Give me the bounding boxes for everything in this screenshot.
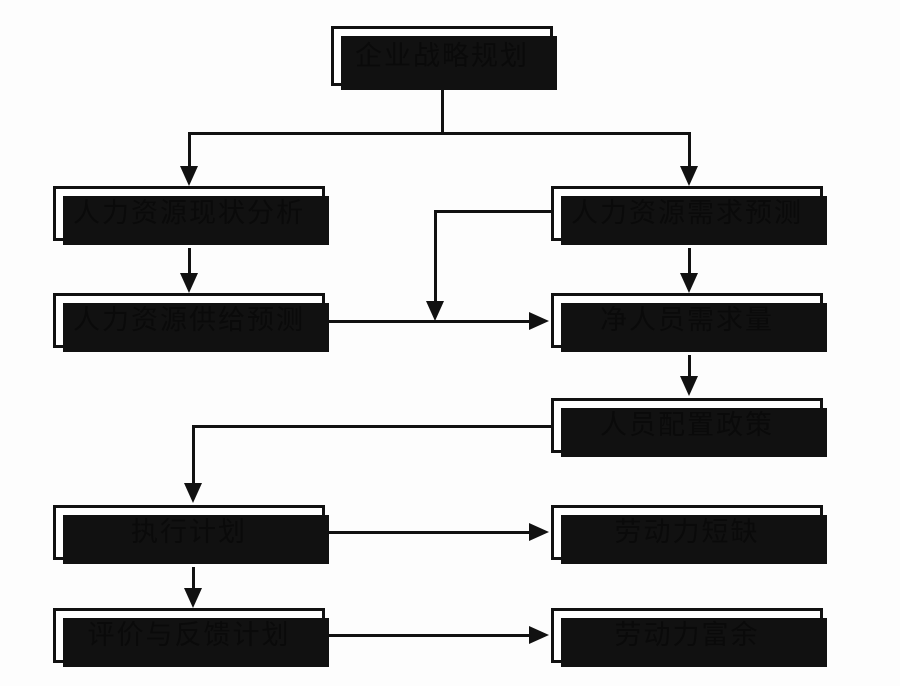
edge-staffing-policy-to-execution-plan-arrow xyxy=(184,483,202,503)
node-labor-surplus-label: 劳动力富余 xyxy=(614,620,760,650)
edge-demand-forecast-to-net-demand-arrow xyxy=(680,273,698,293)
edge-execution-plan-to-labor-shortage-arrow xyxy=(529,523,549,541)
node-current-state[interactable]: 人力资源现状分析 xyxy=(53,186,329,245)
edge-current-state-to-supply-forecast-line xyxy=(188,248,191,280)
node-supply-forecast-label: 人力资源供给预测 xyxy=(73,305,305,335)
node-staffing-policy[interactable]: 人员配置政策 xyxy=(551,398,827,457)
node-net-demand-label: 净人员需求量 xyxy=(600,305,774,335)
edge-net-demand-to-staffing-policy-line xyxy=(688,355,691,385)
node-feedback-plan-label: 评价与反馈计划 xyxy=(87,620,291,650)
node-strategy[interactable]: 企业战略规划 xyxy=(331,26,557,90)
node-feedback-plan[interactable]: 评价与反馈计划 xyxy=(53,608,329,667)
node-strategy-shadow xyxy=(341,36,557,90)
node-labor-surplus-shadow xyxy=(561,618,827,667)
edge-demand-forecast-loop-horizontal xyxy=(434,210,554,213)
edge-supply-forecast-to-net-demand-arrow xyxy=(529,312,549,330)
edge-execution-plan-to-labor-shortage-line xyxy=(325,531,534,534)
node-execution-plan-shadow xyxy=(63,515,329,564)
node-staffing-policy-label: 人员配置政策 xyxy=(600,410,774,440)
node-current-state-label: 人力资源现状分析 xyxy=(73,198,305,228)
edge-execution-plan-to-feedback-plan-arrow xyxy=(184,588,202,608)
node-net-demand-shadow xyxy=(561,303,827,352)
node-strategy-label: 企业战略规划 xyxy=(355,40,529,71)
edge-supply-forecast-to-net-demand-line xyxy=(325,320,534,323)
node-demand-forecast[interactable]: 人力资源需求预测 xyxy=(551,186,827,245)
node-labor-shortage[interactable]: 劳动力短缺 xyxy=(551,505,827,564)
edge-current-state-to-supply-forecast-arrow xyxy=(180,273,198,293)
edge-execution-plan-to-feedback-plan-line xyxy=(192,567,195,595)
edge-strategy-to-current-state-arrow xyxy=(180,166,198,186)
edge-strategy-to-current-state-line xyxy=(188,132,191,170)
edge-demand-forecast-to-net-demand-line xyxy=(688,248,691,280)
edge-staffing-policy-to-execution-plan-horizontal xyxy=(192,425,554,428)
node-execution-plan-label: 执行计划 xyxy=(131,517,247,547)
node-labor-shortage-label: 劳动力短缺 xyxy=(614,517,760,547)
node-current-state-shadow xyxy=(63,196,329,245)
edge-demand-forecast-loop-arrow xyxy=(426,301,444,321)
edge-strategy-bus xyxy=(188,132,691,135)
node-labor-surplus[interactable]: 劳动力富余 xyxy=(551,608,827,667)
edge-net-demand-to-staffing-policy-arrow xyxy=(680,376,698,396)
node-staffing-policy-shadow xyxy=(561,408,827,457)
edge-feedback-plan-to-labor-surplus-line xyxy=(325,634,534,637)
node-execution-plan[interactable]: 执行计划 xyxy=(53,505,329,564)
node-supply-forecast[interactable]: 人力资源供给预测 xyxy=(53,293,329,352)
node-supply-forecast-shadow xyxy=(63,303,329,352)
node-demand-forecast-shadow xyxy=(561,196,827,245)
node-net-demand[interactable]: 净人员需求量 xyxy=(551,293,827,352)
edge-staffing-policy-to-execution-plan-vertical xyxy=(192,425,195,487)
edge-feedback-plan-to-labor-surplus-arrow xyxy=(529,626,549,644)
edge-strategy-stem xyxy=(441,86,444,132)
edge-strategy-to-demand-forecast-arrow xyxy=(680,166,698,186)
edge-strategy-to-demand-forecast-line xyxy=(688,132,691,170)
edge-demand-forecast-loop-vertical xyxy=(434,210,437,308)
node-demand-forecast-label: 人力资源需求预测 xyxy=(571,198,803,228)
node-feedback-plan-shadow xyxy=(63,618,329,667)
node-labor-shortage-shadow xyxy=(561,515,827,564)
